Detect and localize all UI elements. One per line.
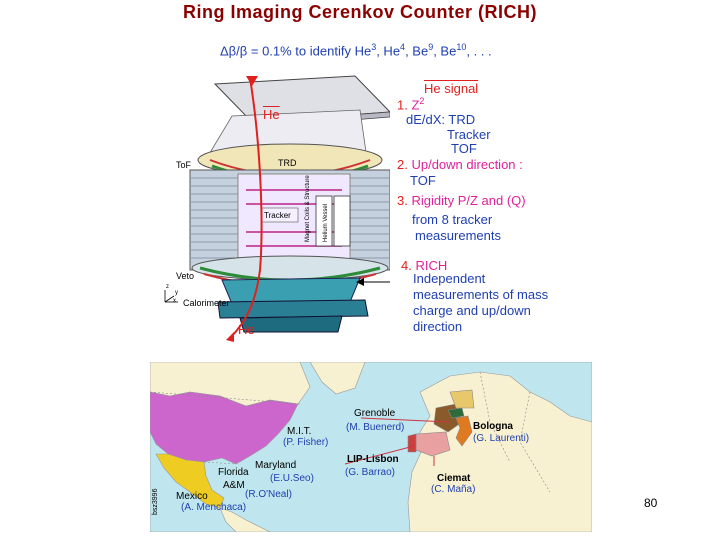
he-track-label-bottom: He (238, 322, 255, 337)
he-track-label-top: He (263, 107, 280, 122)
signal-heading: He signal (424, 81, 478, 96)
trd-label: TRD (278, 158, 297, 168)
map-person-ciemat: (C. Maña) (431, 484, 476, 495)
axis-x-label: x (173, 298, 176, 304)
he-track (229, 77, 263, 339)
vessel-label: Helium Vessel (323, 203, 329, 242)
item-2-num: 2. (397, 157, 408, 172)
item-3-line-a: from 8 tracker (412, 212, 493, 227)
he-top-text: He (263, 107, 280, 122)
map-person-bologna: (G. Laurenti) (473, 433, 530, 444)
item-4-line-b: measurements of mass (413, 287, 549, 302)
item-1: 1. Z2 (397, 96, 424, 112)
iso-sup-1: 3 (371, 42, 377, 52)
map-italy (455, 415, 473, 447)
map-person-grenoble: (M. Buenerd) (346, 422, 405, 433)
map-person-lisbon: (G. Barrao) (345, 467, 396, 478)
item-1-head-sup: 2 (419, 96, 425, 106)
calorimeter-label: Calorimeter (183, 298, 230, 308)
tof-label: ToF (176, 160, 192, 170)
map-label-florida-am: A&M (223, 480, 245, 491)
calorimeter (217, 299, 369, 319)
map-person-maryland: (E.U.Seo) (270, 473, 314, 484)
iso-label-4: , . . . (466, 43, 492, 59)
map-label-mexico: Mexico (176, 491, 208, 502)
map-mexico (155, 453, 225, 509)
map-label-lisbon: LIP-Lisbon (347, 454, 399, 465)
iso-sup-3: 9 (428, 42, 434, 52)
map-person-florida: (R.O'Neal) (245, 489, 292, 500)
item-4-head: RICH (415, 258, 448, 273)
item-1-tof: TOF (451, 141, 477, 156)
map-germany (449, 389, 475, 409)
iso-sup-4: 10 (456, 42, 467, 52)
map-label-maryland: Maryland (255, 460, 297, 471)
collaboration-map (150, 362, 592, 532)
map-code: bsz3996 (152, 488, 159, 515)
item-1-head: Z (411, 97, 420, 113)
item-3-head: Rigidity P/Z and (Q) (411, 193, 526, 208)
he-bottom-text: He (238, 322, 255, 337)
item-2: 2. Up/down direction : (397, 157, 523, 172)
item-3-num: 3. (397, 193, 408, 208)
slide-title: Ring Imaging Cerenkov Counter (RICH) (182, 2, 537, 22)
map-label-grenoble: Grenoble (354, 408, 396, 419)
map-portugal (407, 433, 417, 453)
magnet-coil-box (315, 195, 333, 247)
page-number: 80 (644, 496, 658, 510)
iso-label-1: , He (376, 43, 401, 59)
map-land-greenland (309, 362, 366, 395)
item-3-line-b: measurements (415, 228, 501, 243)
axis-z-label: z (166, 284, 169, 290)
helium-vessel-box (333, 195, 351, 247)
iso-sup-2: 4 (400, 42, 406, 52)
item-1-num: 1. (397, 97, 408, 113)
item-4: 4. RICH (401, 258, 447, 273)
tracker-label: Tracker (264, 211, 291, 220)
item-4-num: 4. (401, 258, 412, 273)
rich-arrow-head (356, 278, 364, 286)
lower-flange (191, 255, 389, 281)
magnet-label: Magnet Coils & Structure (305, 175, 311, 242)
slide-subtitle: Δβ/β = 0.1% to identify He3, He4, Be9, B… (220, 42, 492, 58)
map-person-mexico: (A. Menchaca) (181, 502, 247, 513)
item-3: 3. Rigidity P/Z and (Q) (397, 193, 526, 208)
grenoble-leader-line (360, 417, 450, 423)
map-switzerland (447, 407, 465, 419)
item-1-dedx: dE/dX: TRD (406, 112, 476, 127)
iso-label-3: , Be (433, 43, 457, 59)
iso-label-2: , Be (405, 43, 429, 59)
map-label-ciemat: Ciemat (437, 473, 471, 484)
map-land-central-america (219, 507, 271, 532)
map-borders (150, 371, 551, 493)
item-4-line-c: charge and up/down (413, 303, 531, 318)
item-2-tof: TOF (410, 173, 436, 188)
map-label-florida: Florida (218, 467, 249, 478)
lisbon-leader-line (344, 445, 415, 465)
item-4-line-d: direction (413, 319, 463, 334)
subtitle-text: Δβ/β = 0.1% to identify He (220, 43, 372, 59)
ams-detector-diagram (189, 75, 390, 342)
signal-heading-text: He signal (424, 81, 479, 96)
item-1-tracker: Tracker (447, 127, 491, 142)
map-label-bologna: Bologna (473, 421, 513, 432)
map-person-mit: (P. Fisher) (283, 437, 329, 448)
map-label-mit: M.I.T. (287, 426, 312, 437)
calorimeter-base (239, 315, 343, 333)
item-2-head: Up/down direction : (411, 157, 523, 172)
he-track-top-head (246, 76, 258, 86)
veto-label: Veto (176, 271, 195, 281)
item-4-line-a: Independent (413, 271, 486, 286)
axis-triad-icon (164, 290, 178, 303)
axis-y-label: y (175, 290, 178, 296)
he-track-bottom-head (226, 332, 234, 342)
